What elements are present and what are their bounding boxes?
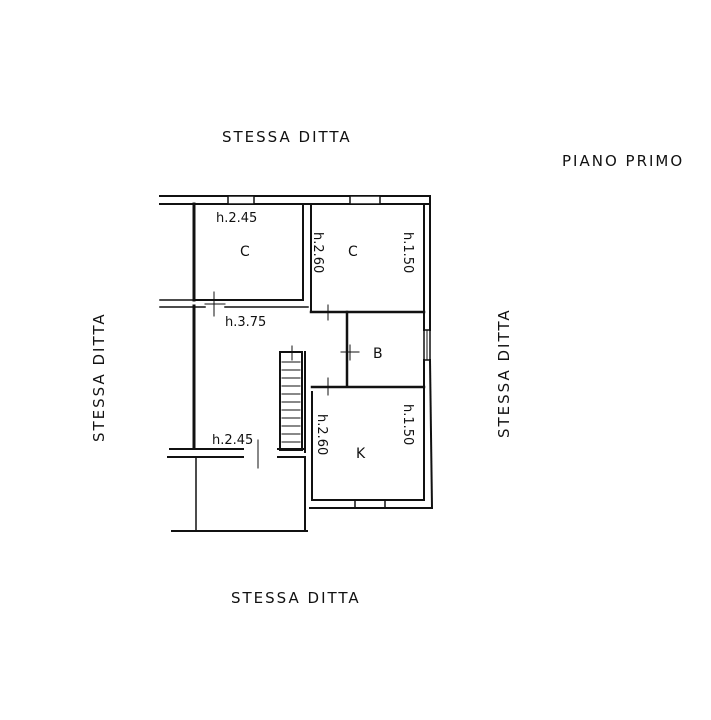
height-c2-left: h.2.60 <box>310 232 325 273</box>
height-landing: h.2.45 <box>212 433 253 448</box>
neighbor-label-top: STESSA DITTA <box>222 128 352 146</box>
staircase <box>279 351 303 451</box>
room-label-c2: C <box>348 244 358 260</box>
room-label-k: K <box>356 446 366 462</box>
height-c2-right: h.1.50 <box>400 232 415 273</box>
window-top-left <box>227 195 255 205</box>
window-bottom <box>354 499 386 509</box>
neighbor-label-bottom: STESSA DITTA <box>231 589 361 607</box>
height-k-right: h.1.50 <box>400 404 415 445</box>
window-top-right <box>349 195 381 205</box>
height-k-left: h.2.60 <box>314 414 329 455</box>
height-hall: h.3.75 <box>225 315 266 330</box>
room-label-c1: C <box>240 244 250 260</box>
height-c1: h.2.45 <box>216 211 257 226</box>
floor-title: PIANO PRIMO <box>562 152 685 170</box>
room-label-b: B <box>373 346 383 362</box>
